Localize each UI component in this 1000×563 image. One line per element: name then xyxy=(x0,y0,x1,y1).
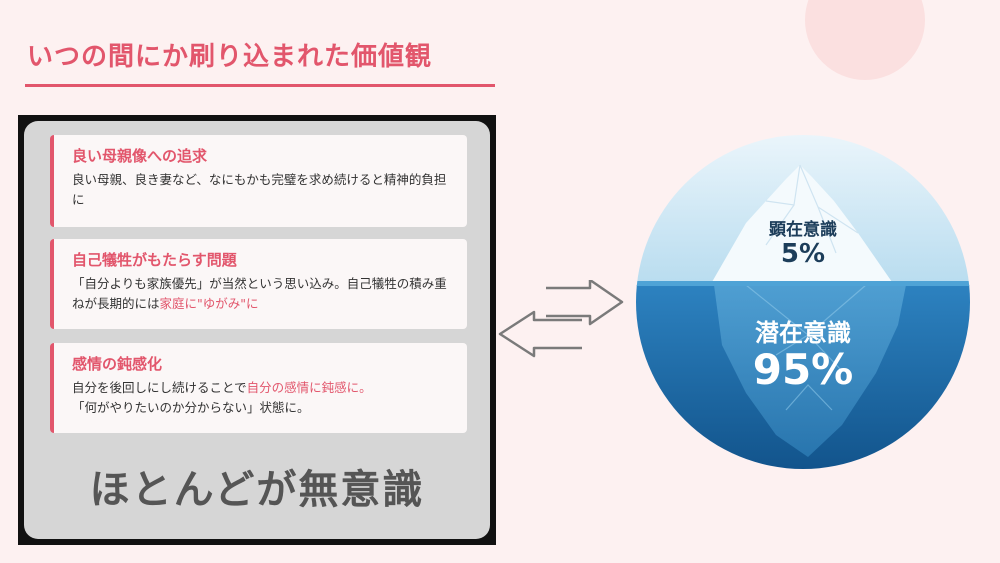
card-title: 良い母親像への追求 xyxy=(72,147,208,165)
card-body-highlight: 自分の感情に鈍感に。 xyxy=(246,380,372,395)
card-body-text: 「自分よりも家族優先」が当然という思い込み。自己犠牲の積み重 ねが長期的には xyxy=(72,276,447,311)
iceberg-graphic xyxy=(636,135,970,469)
subconscious-value: 95% xyxy=(752,345,854,394)
decorative-circle xyxy=(805,0,925,80)
card-ideal-mother: 良い母親像への追求 良い母親、良き妻など、なにもかも完璧を求め続けると精神的負担… xyxy=(50,135,467,227)
content-panel: 良い母親像への追求 良い母親、良き妻など、なにもかも完璧を求め続けると精神的負担… xyxy=(18,115,496,545)
subconscious-label: 潜在意識 xyxy=(755,319,851,347)
double-arrow-icon xyxy=(498,280,624,358)
conscious-value: 5% xyxy=(780,239,826,269)
card-body: 「自分よりも家族優先」が当然という思い込み。自己犠牲の積み重 ねが長期的には家庭… xyxy=(72,274,457,314)
card-emotional-numbness: 感情の鈍感化 自分を後回しにし続けることで自分の感情に鈍感に。 「何がやりたいの… xyxy=(50,343,467,433)
card-body-text: 「何がやりたいのか分からない」状態に。 xyxy=(72,400,310,415)
card-body-highlight: 家庭に"ゆがみ"に xyxy=(159,296,259,311)
page-title: いつの間にか刷り込まれた価値観 xyxy=(27,42,433,72)
conscious-label: 顕在意識 xyxy=(769,220,837,240)
iceberg-illustration: 顕在意識 5% 潜在意識 95% xyxy=(636,135,970,469)
card-body: 良い母親、良き妻など、なにもかも完璧を求め続けると精神的負担に xyxy=(72,170,457,210)
card-title: 自己犠牲がもたらす問題 xyxy=(72,251,237,269)
unconscious-caption: ほとんどが無意識 xyxy=(89,467,425,513)
title-underline xyxy=(25,84,495,87)
card-body-text: 良い母親、良き妻など、なにもかも完璧を求め続けると精神的負担に xyxy=(72,172,447,207)
card-body: 自分を後回しにし続けることで自分の感情に鈍感に。 「何がやりたいのか分からない」… xyxy=(72,378,457,418)
card-self-sacrifice: 自己犠牲がもたらす問題 「自分よりも家族優先」が当然という思い込み。自己犠牲の積… xyxy=(50,239,467,329)
card-body-text: 自分を後回しにし続けることで xyxy=(72,380,247,395)
content-panel-inner: 良い母親像への追求 良い母親、良き妻など、なにもかも完璧を求め続けると精神的負担… xyxy=(24,121,490,539)
card-title: 感情の鈍感化 xyxy=(72,355,163,373)
